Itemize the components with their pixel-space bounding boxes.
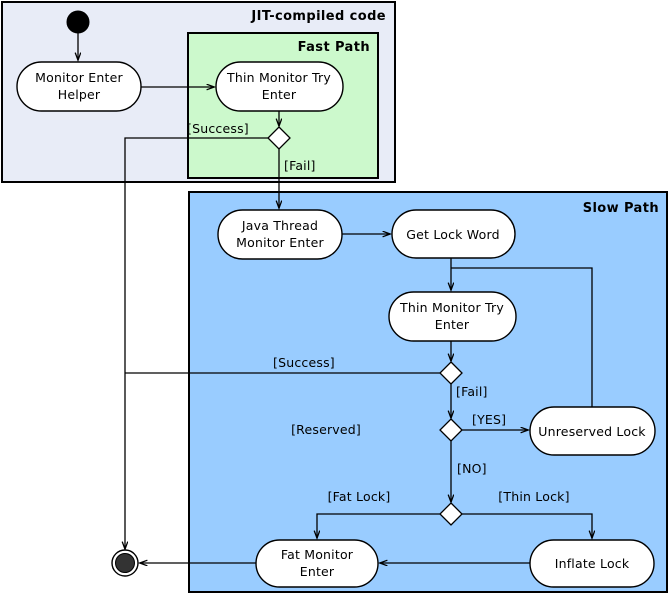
node-java-thread-monitor-enter-label-line1: Java Thread: [241, 218, 318, 233]
node-get-lock-word[interactable]: Get Lock Word: [391, 209, 516, 259]
node-monitor-enter-helper-label-line1: Monitor Enter: [35, 70, 123, 85]
region-jit-compiled-code-title: JIT-compiled code: [250, 9, 386, 24]
final-node-icon: [111, 549, 139, 577]
region-fast-path-title: Fast Path: [298, 40, 370, 55]
node-slow-thin-monitor-try-enter-label-line2: Enter: [435, 317, 470, 332]
node-java-thread-monitor-enter-label-line2: Monitor Enter: [236, 235, 324, 250]
initial-node-icon: [66, 10, 90, 34]
node-slow-thin-monitor-try-enter[interactable]: Thin Monitor Try Enter: [388, 291, 517, 342]
edge-label-fast-success: [Success]: [187, 121, 249, 136]
region-fast-path-rect: [187, 32, 379, 179]
decision-node-lock-type[interactable]: [439, 502, 463, 526]
node-inflate-lock[interactable]: Inflate Lock: [529, 539, 655, 588]
node-fat-monitor-enter[interactable]: Fat Monitor Enter: [255, 539, 379, 588]
node-fast-thin-monitor-try-enter-label-line1: Thin Monitor Try: [226, 70, 331, 85]
edge-lock-type-fat-to-fat-monitor-enter: [317, 513, 440, 538]
node-inflate-lock-shape[interactable]: [529, 539, 655, 588]
edge-label-yes: [YES]: [472, 412, 506, 427]
region-fast-path: Fast Path: [187, 32, 379, 179]
decision-node-reserved[interactable]: [439, 418, 463, 442]
node-java-thread-monitor-enter[interactable]: Java Thread Monitor Enter: [217, 209, 343, 260]
node-monitor-enter-helper[interactable]: Monitor Enter Helper: [16, 61, 142, 112]
node-unreserved-lock-label: Unreserved Lock: [538, 424, 646, 439]
edge-lock-type-thin-to-inflate-lock: [462, 513, 592, 538]
node-unreserved-lock-shape[interactable]: [529, 406, 656, 456]
node-fat-monitor-enter-label-line2: Enter: [300, 564, 335, 579]
node-fast-thin-monitor-try-enter-shape[interactable]: [215, 61, 344, 112]
node-monitor-enter-helper-label-line2: Helper: [58, 87, 101, 102]
decision-node-slow-path-result[interactable]: [439, 361, 463, 385]
node-unreserved-lock[interactable]: Unreserved Lock: [529, 406, 656, 456]
final-node-inner-disc: [115, 553, 135, 573]
edge-label-slow-success: [Success]: [273, 355, 335, 370]
node-fast-thin-monitor-try-enter-label-line2: Enter: [262, 87, 297, 102]
node-slow-thin-monitor-try-enter-label-line1: Thin Monitor Try: [399, 300, 504, 315]
edge-label-reserved: [Reserved]: [291, 422, 361, 437]
node-monitor-enter-helper-shape[interactable]: [16, 61, 142, 112]
node-get-lock-word-label: Get Lock Word: [406, 227, 499, 242]
region-slow-path-title: Slow Path: [583, 201, 659, 216]
edge-label-fat-lock: [Fat Lock]: [328, 489, 391, 504]
node-slow-thin-monitor-try-enter-shape[interactable]: [388, 291, 517, 342]
edge-label-thin-lock: [Thin Lock]: [498, 489, 569, 504]
node-fat-monitor-enter-shape[interactable]: [255, 539, 379, 588]
node-inflate-lock-label: Inflate Lock: [555, 556, 630, 571]
edge-label-fast-fail: [Fail]: [284, 158, 316, 173]
node-fat-monitor-enter-label-line1: Fat Monitor: [281, 547, 354, 562]
edge-label-slow-fail: [Fail]: [456, 384, 488, 399]
edge-unreserved-lock-back-to-slow-thin-try: [451, 267, 593, 407]
decision-node-fast-path[interactable]: [267, 126, 291, 150]
edge-fast-decision-success-to-final: [125, 137, 268, 549]
edge-label-no: [NO]: [457, 461, 487, 476]
node-java-thread-monitor-enter-shape[interactable]: [217, 209, 343, 260]
node-fast-thin-monitor-try-enter[interactable]: Thin Monitor Try Enter: [215, 61, 344, 112]
node-get-lock-word-shape[interactable]: [391, 209, 516, 259]
